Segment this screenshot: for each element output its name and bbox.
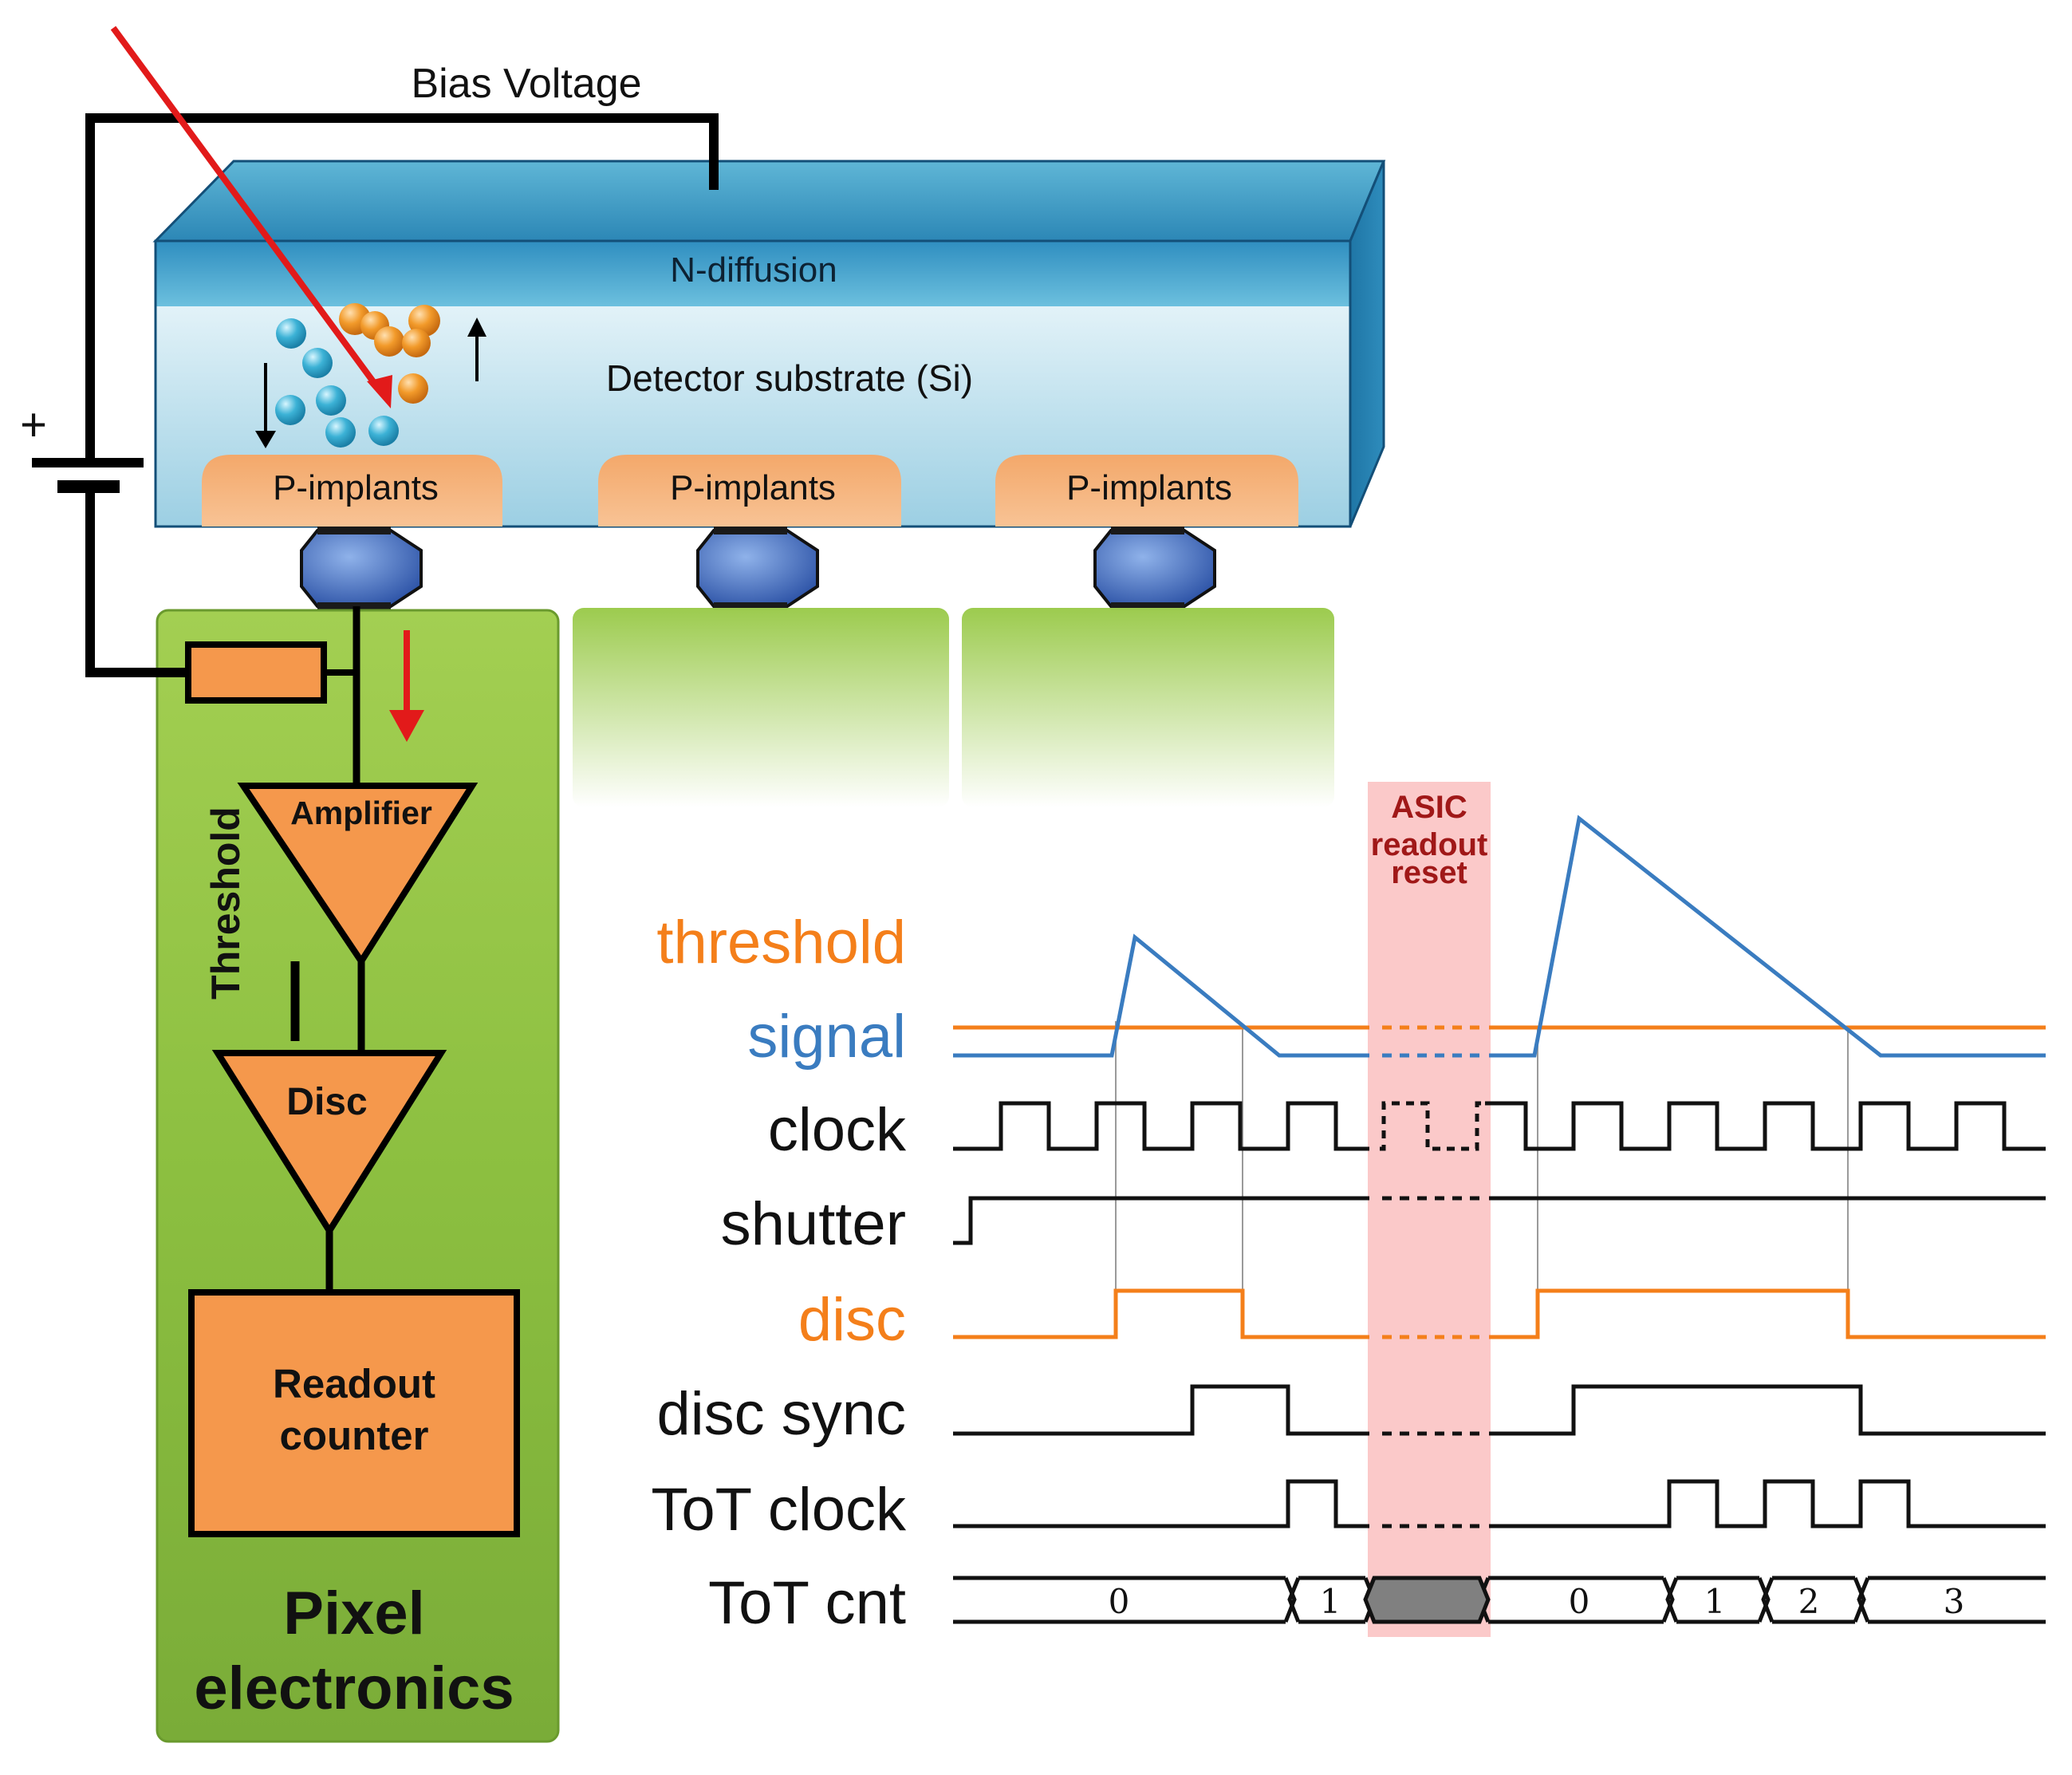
electron-drift-arrowhead: [255, 431, 276, 448]
pixel-panel-faded-2: [573, 608, 949, 807]
p-implant-2: [598, 455, 901, 527]
readout-counter-block: [188, 1289, 520, 1537]
trace-disc-sync: [953, 1384, 2046, 1436]
trace-signal: [953, 815, 2046, 1058]
asic-label-line1: ASIC: [1391, 790, 1467, 825]
label-disc: disc: [798, 1286, 906, 1354]
n-diffusion-layer: [156, 241, 1350, 306]
trace-shutter: [953, 1196, 2046, 1245]
sensor: N-diffusion Detector substrate (Si) P-im…: [152, 160, 1386, 528]
trace-tot-cnt: [953, 1576, 2046, 1624]
resistor: [185, 641, 327, 704]
label-tot-clock: ToT clock: [651, 1476, 907, 1544]
readout-label-line1: Readout: [273, 1361, 435, 1406]
tot-cnt-invalid-segment: [1363, 1576, 1491, 1624]
sensor-top-face: [152, 160, 1386, 243]
electron-ball: [316, 385, 346, 416]
bump-bond-3: [1093, 529, 1216, 608]
substrate-label: Detector substrate (Si): [606, 357, 973, 399]
hole-drift-arrowhead: [467, 318, 486, 337]
tot-cnt-value-1a: 1: [1320, 1582, 1341, 1621]
label-signal: signal: [747, 1003, 906, 1071]
p-implant-3: [995, 455, 1298, 527]
label-tot-cnt: ToT cnt: [708, 1569, 906, 1637]
label-clock: clock: [768, 1096, 907, 1164]
bump-bond-1: [300, 529, 423, 608]
signal-current-arrowhead: [389, 710, 424, 742]
trace-clock: [953, 1101, 2046, 1151]
timing-guides: [1115, 1021, 1849, 1292]
tot-cnt-value-1b: 1: [1704, 1582, 1726, 1621]
pixel-electronics-line1: Pixel: [283, 1580, 424, 1647]
p-implant-label-3: P-implants: [1066, 468, 1232, 507]
amplifier-block: [237, 783, 479, 968]
p-implant-1: [202, 455, 502, 527]
asic-label-line3: reset: [1391, 855, 1467, 890]
tot-cnt-value-0b: 0: [1569, 1582, 1590, 1621]
p-implant-label-1: P-implants: [273, 468, 439, 507]
electron-ball: [368, 416, 399, 446]
bump-bonds: [300, 527, 1216, 610]
electron-ball: [276, 318, 306, 349]
bump-bond-2: [696, 529, 819, 608]
charge-carriers: [255, 303, 486, 448]
electron-ball: [325, 417, 356, 448]
hole-ball: [398, 373, 428, 404]
bias-circuit: [32, 113, 719, 1291]
electron-ball: [275, 395, 305, 425]
incoming-particle-arrowhead: [367, 375, 392, 408]
tot-cnt-value-3: 3: [1944, 1582, 1965, 1621]
trace-tot-clock: [953, 1479, 2046, 1528]
readout-label-line2: counter: [279, 1413, 428, 1458]
discriminator-block: [211, 1050, 447, 1237]
trace-disc: [953, 1288, 2046, 1339]
asic-label-line2: readout: [1371, 827, 1488, 862]
label-threshold: threshold: [656, 909, 906, 976]
n-diffusion-label: N-diffusion: [670, 250, 837, 290]
battery-plus-label: +: [20, 399, 47, 451]
hole-ball: [374, 326, 404, 357]
threshold-vertical-label: Threshold: [203, 807, 248, 1000]
incoming-particle-arrow: [110, 26, 384, 395]
hole-ball: [402, 329, 431, 357]
tot-cnt-value-0a: 0: [1109, 1582, 1130, 1621]
tot-cnt-value-2: 2: [1798, 1582, 1820, 1621]
pixel-panel-faded-3: [962, 608, 1334, 807]
label-disc-sync: disc sync: [656, 1380, 906, 1448]
p-implant-label-2: P-implants: [670, 468, 836, 507]
asic-readout-reset-band: [1368, 782, 1491, 1637]
electron-ball: [302, 348, 333, 378]
bias-voltage-label: Bias Voltage: [411, 61, 641, 107]
disc-label: Disc: [286, 1081, 367, 1123]
amplifier-label: Amplifier: [290, 795, 432, 831]
pixel-electronics-line2: electronics: [194, 1655, 514, 1722]
label-shutter: shutter: [721, 1190, 906, 1258]
